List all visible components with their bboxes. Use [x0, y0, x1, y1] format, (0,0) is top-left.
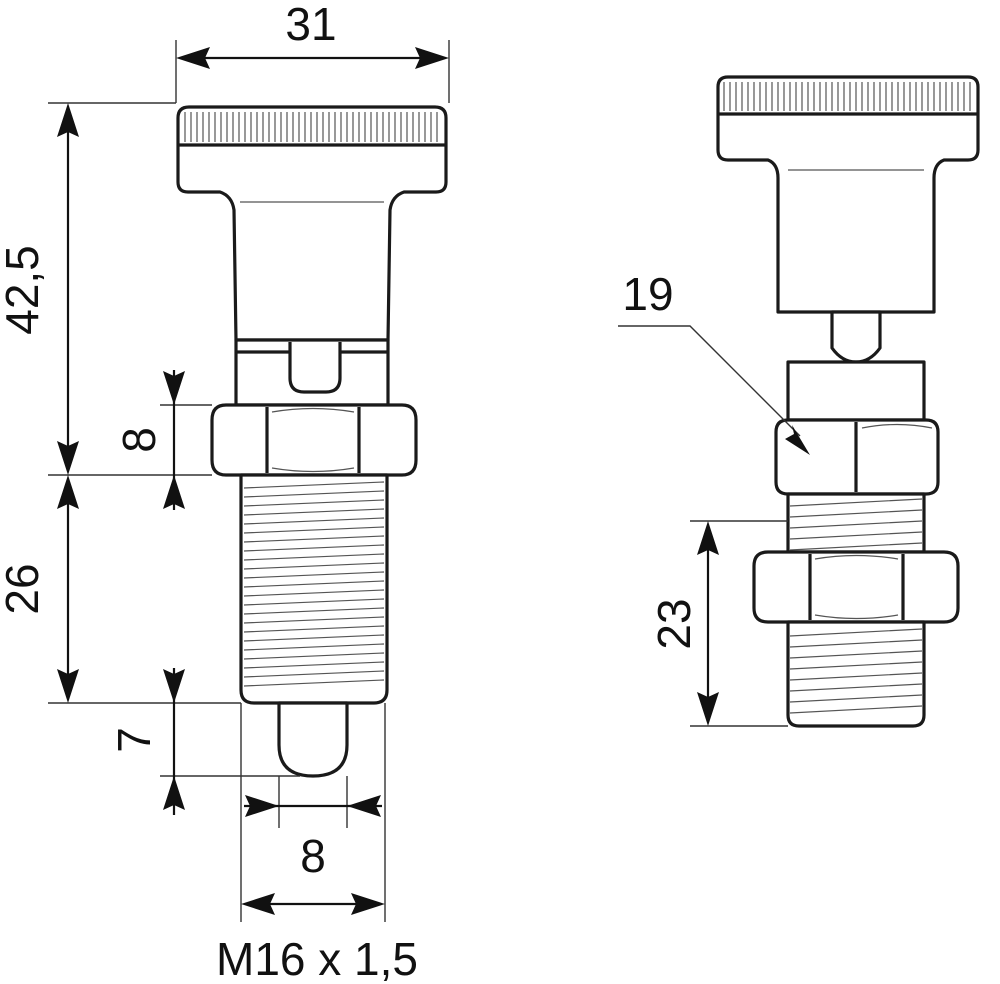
left-knob: [176, 105, 448, 342]
right-view: 19 23: [618, 75, 980, 728]
right-knob-knurl: [723, 82, 971, 111]
right-hex-upper: [774, 418, 940, 496]
dim-thread-length-locked: [697, 521, 719, 726]
dim-pin-length: [163, 668, 185, 815]
right-body: [786, 360, 926, 422]
right-thread-upper: [786, 492, 926, 554]
dim-wrench-size: [785, 425, 810, 455]
dim-thread-length: [57, 475, 79, 703]
right-neck: [830, 310, 882, 364]
right-lock-nut: [752, 550, 960, 624]
dim-thread-spec: [241, 893, 385, 915]
right-knob: [716, 75, 980, 314]
dim-label-pin-length: 7: [108, 727, 160, 753]
dim-knob-diameter: [176, 47, 449, 69]
dim-label-thread-length: 26: [0, 563, 48, 614]
left-thread: [239, 473, 389, 705]
dim-label-total-height: 42,5: [0, 245, 48, 335]
left-knob-knurl: [184, 112, 438, 142]
left-view: 31 42,5 8 26 7: [0, 0, 450, 984]
dim-label-wrench-size: 19: [622, 268, 673, 320]
left-pin: [277, 701, 349, 778]
dim-label-nut-height: 8: [113, 427, 165, 453]
left-slot: [288, 342, 342, 394]
left-hex-nut: [210, 403, 418, 477]
dim-label-thread-spec: M16 x 1,5: [216, 933, 418, 984]
dim-label-pin-diameter: 8: [300, 830, 326, 882]
dim-label-thread-length-locked: 23: [648, 598, 700, 649]
dim-total-height: [57, 103, 79, 475]
dim-nut-height: [163, 370, 185, 510]
dim-pin-diameter: [244, 795, 382, 817]
dim-label-knob-diameter: 31: [285, 0, 336, 50]
right-thread-lower: [786, 620, 926, 728]
